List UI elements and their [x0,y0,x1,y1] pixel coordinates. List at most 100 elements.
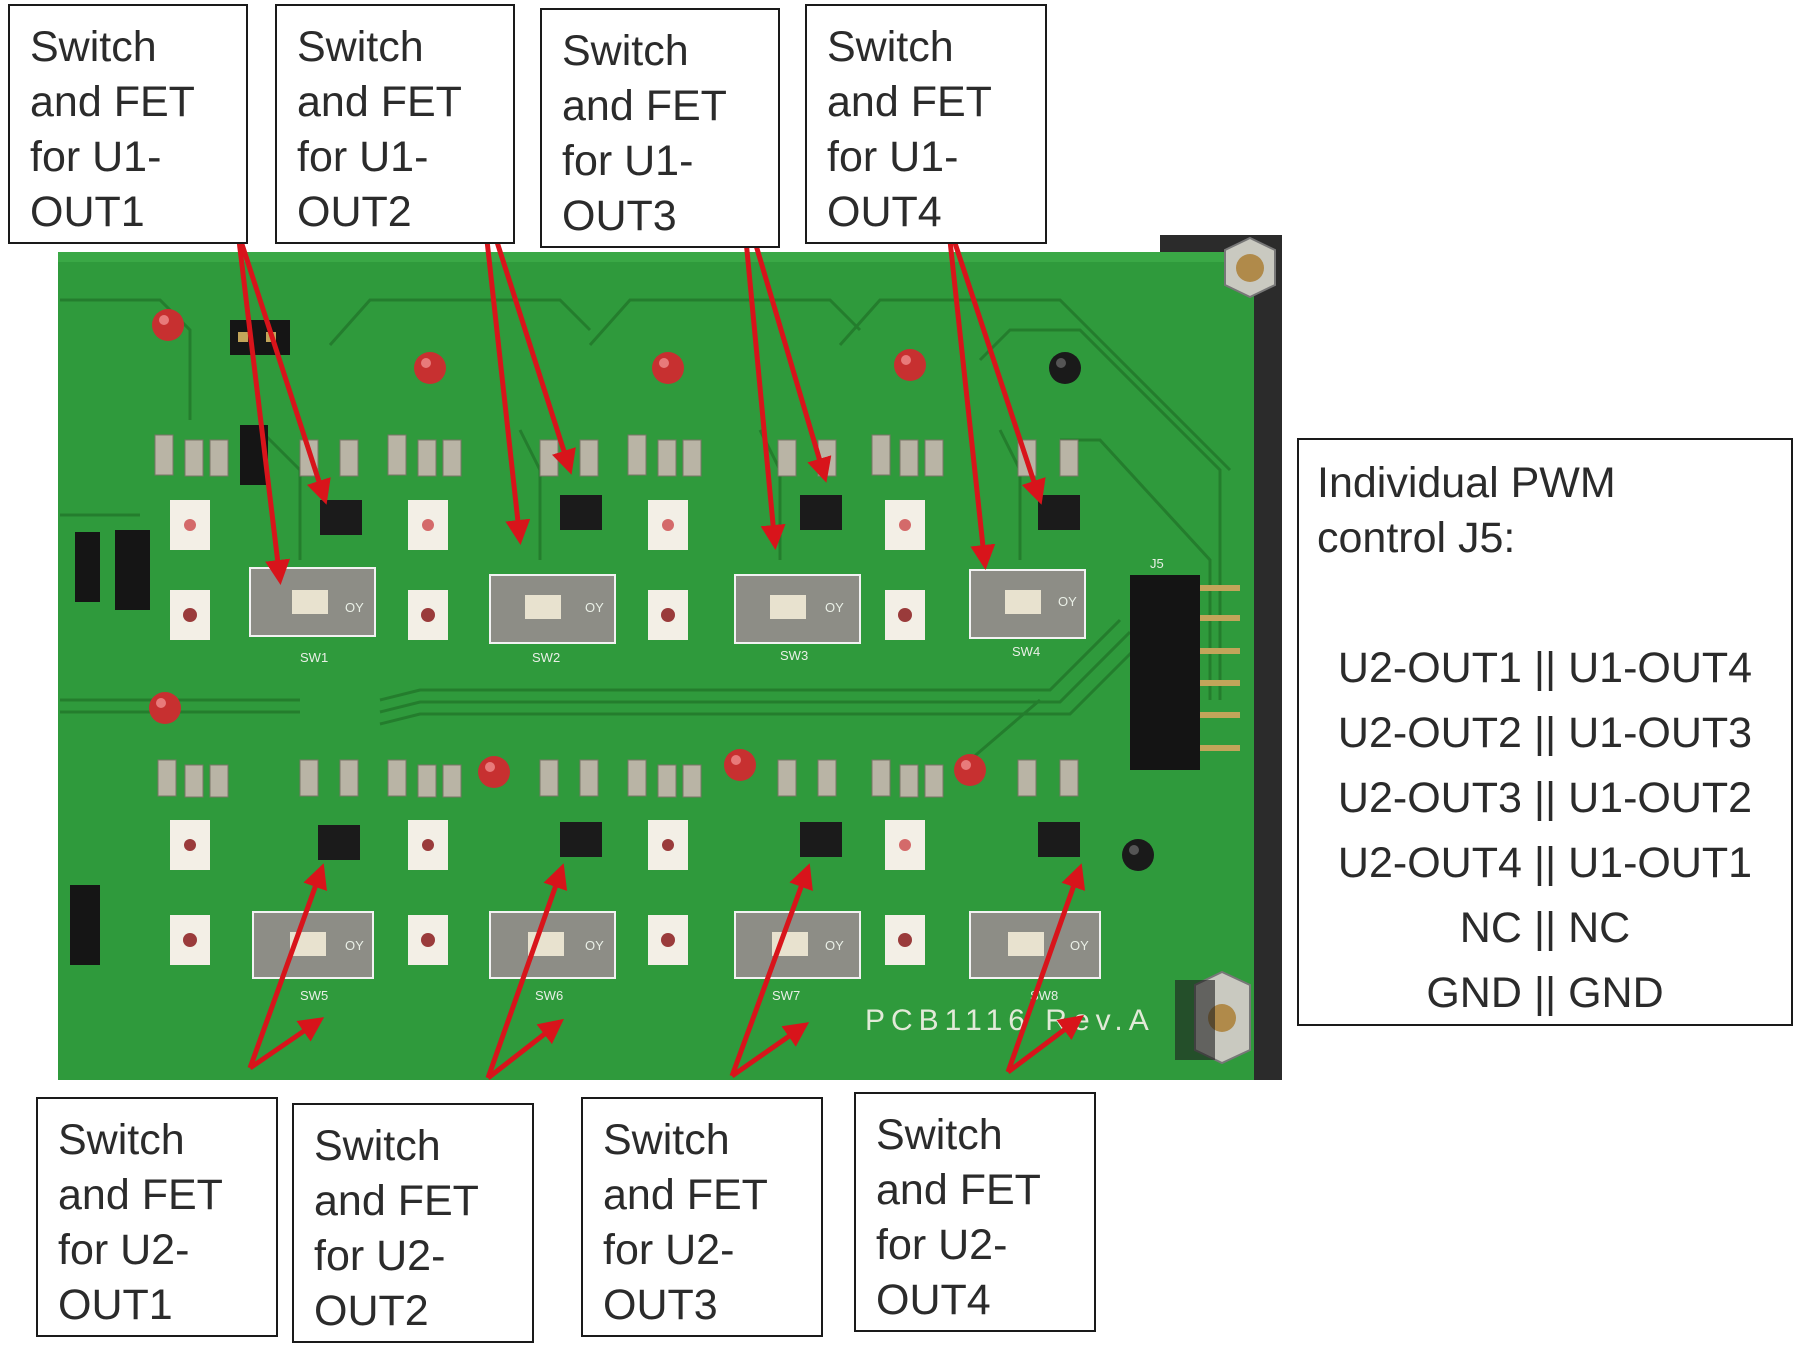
switch-sw2 [489,574,616,644]
test-point [954,754,986,786]
arrow-u2-out2-switch [486,1018,564,1080]
silkscreen-sw5: SW5 [300,988,328,1003]
callout-line: Switch [314,1122,441,1170]
mounting-nut-top [1224,236,1276,299]
top-fets [320,495,1080,535]
callout-u2-out1: Switch and FET for U2- OUT1 [36,1097,278,1337]
legend-title-line: Individual PWM [1317,459,1616,507]
callout-line: OUT1 [58,1281,173,1329]
silkscreen-oy-8: OY [1070,938,1089,953]
switch-sw7 [734,911,861,979]
callout-line: OUT3 [562,192,677,240]
bottom-leds [170,820,925,965]
arrow-u2-out4-fet [1005,863,1086,1073]
switch-sw4 [969,569,1086,639]
callout-line: and FET [562,82,727,130]
arrow-u1-out4-fet [945,221,1046,505]
callout-u2-out4: Switch and FET for U2- OUT4 [854,1092,1096,1332]
callout-line: for U2- [603,1226,735,1274]
callout-line: OUT4 [876,1276,991,1324]
silkscreen-oy-2: OY [585,600,604,615]
callout-line: Switch [58,1116,185,1164]
callout-line: for U1- [297,133,429,181]
callout-u1-out3: Switch and FET for U1- OUT3 [540,8,780,248]
callout-line: Switch [827,23,954,71]
switch-sw3 [734,574,861,644]
silkscreen-oy-6: OY [585,938,604,953]
test-points [149,309,1154,871]
silkscreen-oy-5: OY [345,938,364,953]
pcb-top-edge [58,252,1254,262]
silkscreen-oy-7: OY [825,938,844,953]
legend-row: U2-OUT3 || U1-OUT2 [1337,774,1753,822]
legend-row: U2-OUT4 || U1-OUT1 [1337,839,1753,887]
legend-row: GND || GND [1426,969,1664,1017]
callout-line: for U1- [562,137,694,185]
switch-sw5 [252,911,374,979]
connector-j5 [1130,575,1240,770]
arrow-u1-out3-switch [739,197,786,550]
callout-line: for U2- [314,1232,446,1280]
callout-line: Switch [562,27,689,75]
callout-u2-out3: Switch and FET for U2- OUT3 [581,1097,823,1337]
callout-line: and FET [314,1177,479,1225]
header-left-bottom [70,885,100,965]
silkscreen-oy-1: OY [345,600,364,615]
silkscreen-sw7: SW7 [772,988,800,1003]
callout-line: OUT3 [603,1281,718,1329]
callout-line: and FET [876,1166,1041,1214]
callout-u1-out1: Switch and FET for U1- OUT1 [8,4,248,244]
test-point [152,309,184,341]
test-point [149,692,181,724]
test-point [1049,352,1081,384]
arrow-u1-out4-switch [945,221,996,570]
arrow-u1-out1-switch [235,231,291,585]
top-switches [249,567,1086,644]
callout-line: for U1- [827,133,959,181]
callout-line: and FET [297,78,462,126]
callout-line: OUT4 [827,188,942,236]
arrow-u2-out2-fet [485,863,568,1079]
silkscreen-board-id: PCB1116 Rev.A [865,1004,1155,1037]
legend-rows: U2-OUT1 || U1-OUT4 U2-OUT2 || U1-OUT3 U2… [1299,636,1791,1026]
board-edge-right [1175,980,1215,1060]
header-j1 [230,320,290,355]
test-point [894,349,926,381]
callout-line: Switch [603,1116,730,1164]
callout-u1-out4: Switch and FET for U1- OUT4 [805,4,1047,244]
arrow-u1-out2-switch [479,194,531,545]
silkscreen-sw4: SW4 [1012,644,1040,659]
pwm-legend: Individual PWM control J5: U2-OUT1 || U1… [1297,438,1793,1026]
callout-line: Switch [876,1111,1003,1159]
test-point [1122,839,1154,871]
bottom-passives [157,759,1079,798]
callout-line: Switch [297,23,424,71]
legend-row: NC || NC [1459,904,1631,952]
arrow-u2-out3-switch [730,1022,810,1079]
callout-line: OUT1 [30,188,145,236]
arrow-u2-out3-fet [729,863,813,1077]
header-j3 [75,532,100,602]
legend-row: U2-OUT2 || U1-OUT3 [1337,709,1753,757]
callout-line: and FET [603,1171,768,1219]
callout-line: and FET [58,1171,223,1219]
switch-sw6 [489,911,616,979]
silkscreen-oy-3: OY [825,600,844,615]
legend-row: U2-OUT1 || U1-OUT4 [1337,644,1753,692]
silkscreen-oy-4: OY [1058,594,1077,609]
callout-line: for U1- [30,133,162,181]
callout-line: and FET [30,78,195,126]
test-point [414,352,446,384]
callout-u1-out2: Switch and FET for U1- OUT2 [275,4,515,244]
callout-u2-out2: Switch and FET for U2- OUT2 [292,1103,534,1343]
test-point [478,756,510,788]
arrow-u1-out1-fet [235,231,331,505]
legend-title: Individual PWM control J5: [1317,456,1616,566]
header-j7 [115,530,150,610]
callout-line: for U2- [58,1226,190,1274]
callout-line: Switch [30,23,157,71]
top-leds [170,500,925,640]
bottom-switches [252,911,1101,979]
callout-line: for U2- [876,1221,1008,1269]
